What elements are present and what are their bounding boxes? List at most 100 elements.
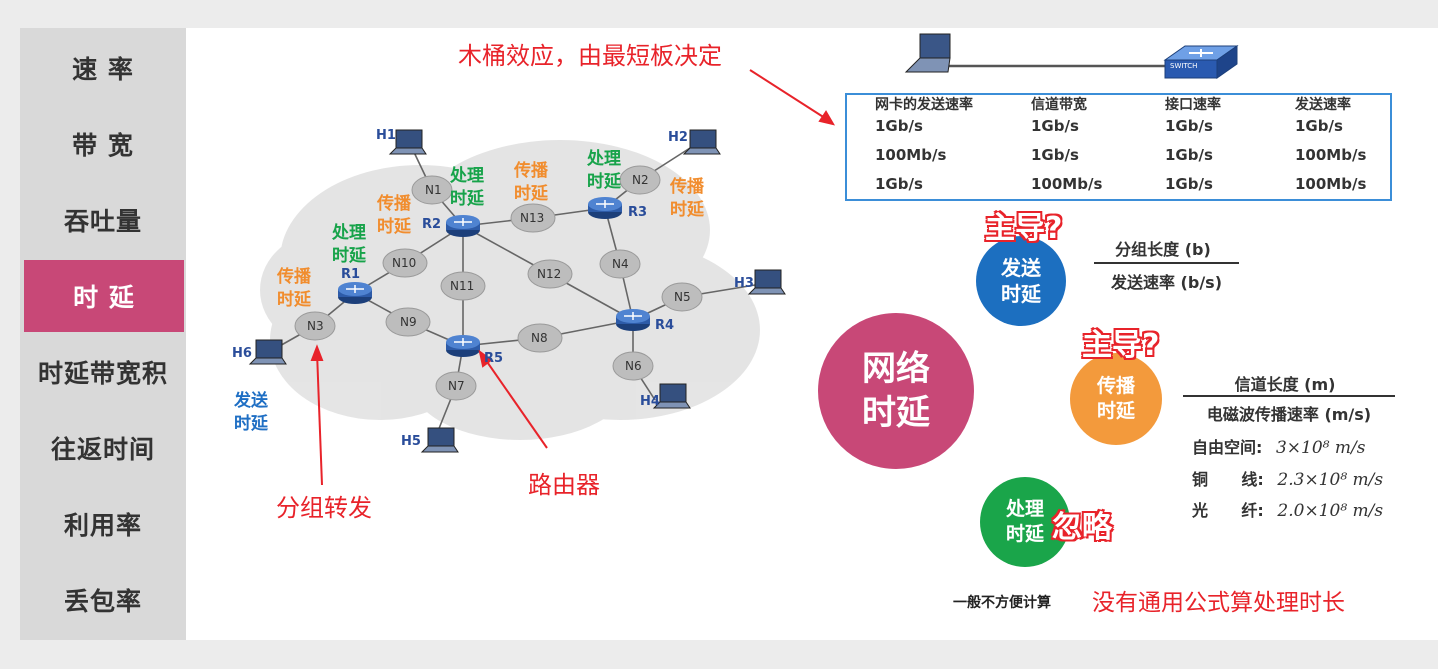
node-n8-label: N8	[531, 331, 548, 345]
router-r3-icon	[588, 197, 622, 219]
node-n4-cloud	[599, 249, 641, 279]
node-n13-cloud	[510, 203, 556, 233]
propagation-dominant-label: 主导?	[1081, 327, 1160, 364]
router-r2-label: R2	[422, 217, 442, 232]
propagation-delay-label-n2: 传播时延	[670, 177, 704, 220]
transmission-numerator: 分组长度 (b)	[1115, 240, 1211, 259]
host-h3-label: H3	[734, 276, 754, 291]
table-cell: 100Mb/s	[1295, 146, 1367, 164]
transmission-fraction-bar	[1094, 262, 1239, 264]
sidebar-item-packet-loss[interactable]: 丢包率	[63, 587, 142, 616]
annotation-arrows	[310, 69, 836, 486]
node-n3-label: N3	[307, 319, 324, 333]
host-h5-label: H5	[401, 434, 421, 449]
table-cell: 100Mb/s	[1031, 175, 1103, 193]
propagation-delay-circle: 传播时延	[1070, 353, 1162, 445]
node-n9-label: N9	[400, 315, 417, 329]
speed-free-space-value: 3×10⁸ m/s	[1275, 438, 1366, 458]
speed-fiber-value: 2.0×10⁸ m/s	[1277, 501, 1384, 521]
router-r3-label: R3	[628, 205, 648, 220]
processing-delay-label-r2: 处理时延	[450, 166, 484, 209]
medium-copper: 铜 线:	[1192, 470, 1264, 489]
node-n10-label: N10	[392, 256, 417, 270]
node-n10-cloud	[382, 248, 428, 278]
propagation-delay-label-n3: 传播时延	[277, 267, 311, 310]
node-n6-label: N6	[625, 359, 642, 373]
table-cell: 1Gb/s	[1165, 117, 1213, 135]
sidebar-item-bandwidth[interactable]: 带 宽	[72, 131, 134, 160]
propagation-denominator: 电磁波传播速率 (m/s)	[1206, 405, 1372, 424]
node-n13-label: N13	[520, 211, 545, 225]
table-cell: 1Gb/s	[1031, 117, 1079, 135]
node-n5-cloud	[661, 282, 703, 312]
host-h5-laptop-icon	[420, 427, 459, 453]
host-h4-label: H4	[640, 394, 660, 409]
host-h3-laptop-icon	[747, 269, 786, 295]
node-clouds	[294, 165, 703, 401]
host-h6-label: H6	[232, 346, 252, 361]
node-n2-label: N2	[632, 173, 649, 187]
router-r5-label: R5	[484, 351, 504, 366]
table-cell: 1Gb/s	[875, 117, 923, 135]
sidebar-item-rate[interactable]: 速 率	[72, 55, 134, 84]
network-delay-label: 网络时延	[862, 349, 930, 433]
processing-note-large: 没有通用公式算处理时长	[1092, 590, 1345, 616]
table-cell: 100Mb/s	[1295, 175, 1367, 193]
node-n3-cloud	[294, 311, 336, 341]
table-cell: 1Gb/s	[875, 175, 923, 193]
speed-copper: 铜 线: 2.3×10⁸ m/s	[1192, 466, 1383, 490]
sidebar-item-rtt[interactable]: 往返时间	[50, 435, 155, 464]
processing-delay-label: 处理时延	[1005, 498, 1044, 545]
node-n4-label: N4	[612, 257, 629, 271]
router-r5-icon	[446, 335, 480, 357]
processing-delay-circle: 处理时延	[980, 477, 1070, 567]
table-cell: 1Gb/s	[1295, 117, 1343, 135]
host-h4-laptop-icon	[652, 383, 691, 409]
node-n1-label: N1	[425, 183, 442, 197]
table-cell: 1Gb/s	[1165, 175, 1213, 193]
propagation-delay-label: 传播时延	[1096, 375, 1135, 422]
node-n11-label: N11	[450, 279, 475, 293]
transmission-denominator: 发送速率 (b/s)	[1110, 273, 1223, 292]
router-r2-icon	[446, 215, 480, 237]
node-n2-cloud	[619, 165, 661, 195]
node-n9-cloud	[385, 307, 431, 337]
barrel-effect-label: 木桶效应，由最短板决定	[458, 42, 722, 70]
node-n1-cloud	[411, 175, 453, 205]
table-header-channel-bandwidth: 信道带宽	[1031, 97, 1087, 113]
processing-delay-label-r3: 处理时延	[587, 149, 621, 192]
propagation-fraction-bar	[1183, 395, 1395, 397]
link-diagram	[904, 33, 1239, 79]
hosts	[248, 129, 786, 453]
host-h1-label: H1	[376, 128, 396, 143]
medium-free-space: 自由空间:	[1192, 438, 1263, 457]
rate-table	[845, 93, 1392, 201]
switch-label: SWITCH	[1170, 62, 1198, 70]
node-n7-cloud	[435, 371, 477, 401]
transmission-delay-label-h6: 发送时延	[234, 391, 268, 434]
propagation-numerator: 信道长度 (m)	[1234, 375, 1336, 394]
routers	[338, 197, 650, 357]
processing-delay-label-r1: 处理时延	[332, 223, 366, 266]
switch-icon	[1163, 45, 1239, 79]
node-n8-cloud	[517, 323, 563, 353]
sidebar-item-throughput[interactable]: 吞吐量	[63, 207, 142, 236]
sidebar-item-utilization[interactable]: 利用率	[63, 511, 142, 540]
router-callout-label: 路由器	[528, 471, 600, 499]
router-r1-icon	[338, 282, 372, 304]
node-n12-cloud	[527, 259, 573, 289]
router-r4-icon	[616, 309, 650, 331]
propagation-delay-label-n1: 传播时延	[377, 194, 411, 237]
speed-free-space: 自由空间: 3×10⁸ m/s	[1192, 434, 1365, 458]
transmission-delay-circle: 发送时延	[976, 236, 1066, 326]
sidebar-item-delay[interactable]: 时 延	[24, 260, 184, 332]
table-cell: 100Mb/s	[875, 146, 947, 164]
sidebar-item-delay-bandwidth-product[interactable]: 时延带宽积	[37, 359, 168, 388]
host-h1-laptop-icon	[388, 129, 427, 155]
transmission-dominant-label: 主导?	[984, 210, 1063, 247]
host-h6-laptop-icon	[248, 339, 287, 365]
host-h2-label: H2	[668, 130, 688, 145]
processing-note-small: 一般不方便计算	[953, 595, 1051, 611]
router-r4-label: R4	[655, 318, 675, 333]
table-header-interface-rate: 接口速率	[1165, 97, 1221, 113]
